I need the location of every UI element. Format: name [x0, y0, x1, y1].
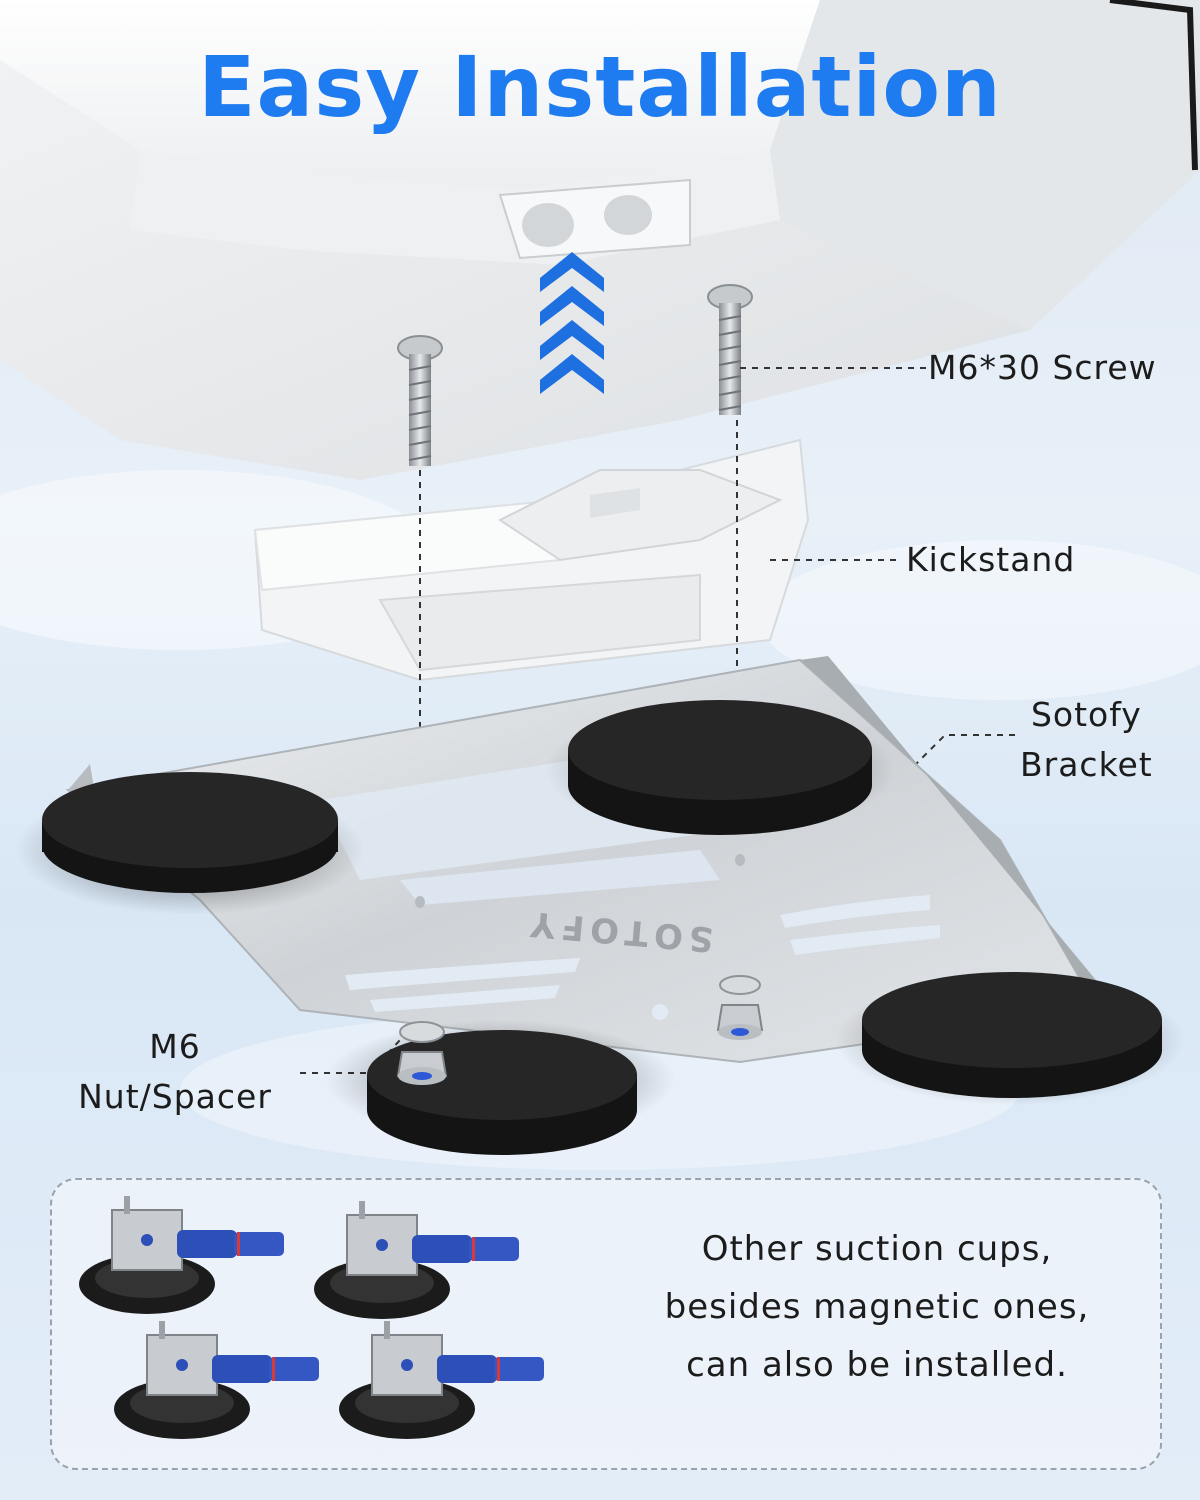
- screw-callout-label: M6*30 Screw: [928, 343, 1157, 393]
- note-line: can also be installed.: [686, 1345, 1068, 1385]
- magnetic-pad: [545, 700, 895, 835]
- suction-cup-illustrations: [79, 1196, 544, 1439]
- suction-cup-info-panel: Other suction cups, besides magnetic one…: [50, 1178, 1162, 1470]
- nut-icon: [396, 1021, 448, 1085]
- callout-text: Nut/Spacer: [78, 1077, 272, 1116]
- kickstand-callout-label: Kickstand: [906, 535, 1075, 585]
- callout-text: Bracket: [1020, 745, 1153, 784]
- callout-text: Kickstand: [906, 540, 1076, 579]
- note-line: besides magnetic ones,: [664, 1287, 1090, 1327]
- screw-icon: [707, 284, 753, 415]
- callout-text: Sotofy: [1030, 695, 1142, 734]
- suction-cup-icon: [114, 1321, 319, 1439]
- bracket-callout-label: Sotofy Bracket: [1020, 690, 1153, 790]
- suction-cup-icon: [79, 1196, 284, 1314]
- suction-cup-icon: [339, 1321, 544, 1439]
- callout-text: M6*30 Screw: [928, 348, 1157, 387]
- magnetic-pad: [835, 972, 1185, 1105]
- suction-cup-note: Other suction cups, besides magnetic one…: [607, 1220, 1147, 1394]
- page-title: Easy Installation: [198, 38, 1002, 136]
- magnetic-pad: [15, 772, 365, 915]
- cloud-shape: [760, 540, 1200, 700]
- nut-icon: [716, 975, 764, 1040]
- screw-icon: [397, 335, 443, 466]
- nut-callout-label: M6 Nut/Spacer: [60, 1022, 290, 1122]
- callout-text: M6: [149, 1027, 201, 1066]
- note-line: Other suction cups,: [701, 1229, 1053, 1269]
- up-chevron-arrow-icon: [540, 252, 604, 394]
- suction-cup-icon: [314, 1201, 519, 1319]
- kickstand-part: [253, 438, 810, 682]
- mounting-slot-block: [498, 178, 691, 260]
- grow-light-housing: [0, 0, 1200, 480]
